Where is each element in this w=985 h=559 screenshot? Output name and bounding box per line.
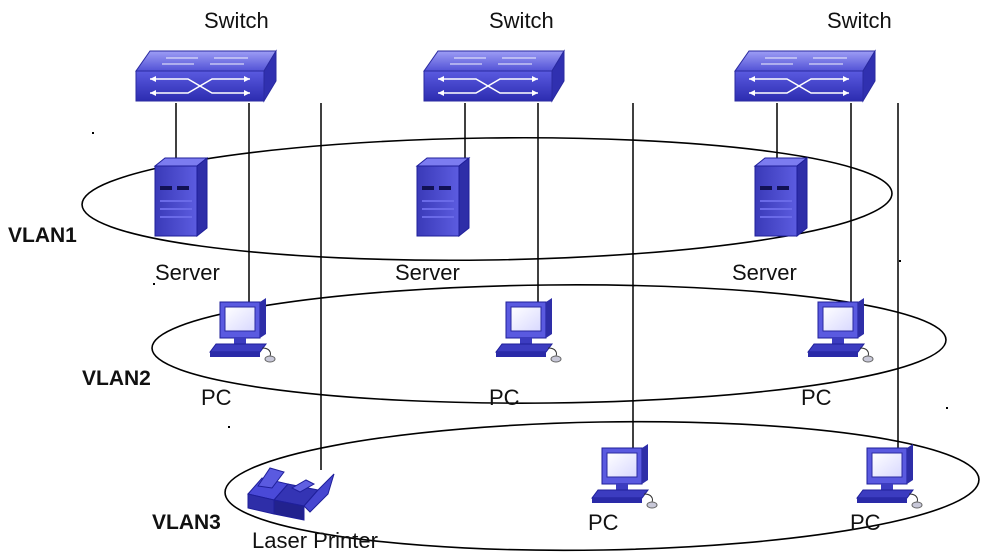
pc-label: PC bbox=[588, 510, 619, 535]
stray-dot bbox=[899, 260, 901, 262]
devices bbox=[92, 50, 948, 521]
laser-printer-label: Laser Printer bbox=[252, 528, 378, 553]
switch-icon bbox=[135, 50, 277, 102]
vlan1-ellipse bbox=[81, 136, 893, 262]
server-icon bbox=[154, 157, 208, 237]
switch-label: Switch bbox=[827, 8, 892, 33]
vlan3-ellipse bbox=[224, 420, 980, 552]
switch-icon bbox=[423, 50, 565, 102]
vlan2-ellipse bbox=[151, 284, 947, 404]
pc-icon bbox=[591, 443, 658, 509]
pc-label: PC bbox=[201, 385, 232, 410]
server-label: Server bbox=[732, 260, 797, 285]
pc-icon bbox=[856, 443, 923, 509]
stray-dot bbox=[92, 132, 94, 134]
switch-icon bbox=[734, 50, 876, 102]
switch-label: Switch bbox=[204, 8, 269, 33]
switch-label: Switch bbox=[489, 8, 554, 33]
pc-label: PC bbox=[801, 385, 832, 410]
server-icon bbox=[754, 157, 808, 237]
vlan2-label: VLAN2 bbox=[82, 367, 151, 390]
stray-dot bbox=[946, 407, 948, 409]
server-label: Server bbox=[395, 260, 460, 285]
server-label: Server bbox=[155, 260, 220, 285]
pc-label: PC bbox=[850, 510, 881, 535]
pc-icon bbox=[209, 297, 276, 363]
vlan-boundaries bbox=[81, 136, 980, 552]
stray-dot bbox=[153, 283, 155, 285]
pc-icon bbox=[495, 297, 562, 363]
vlan3-label: VLAN3 bbox=[152, 511, 221, 534]
connection-lines bbox=[175, 103, 899, 470]
laser-printer-icon bbox=[247, 467, 335, 521]
pc-label: PC bbox=[489, 385, 520, 410]
server-icon bbox=[416, 157, 470, 237]
pc-icon bbox=[807, 297, 874, 363]
vlan1-label: VLAN1 bbox=[8, 224, 77, 247]
stray-dot bbox=[228, 426, 230, 428]
